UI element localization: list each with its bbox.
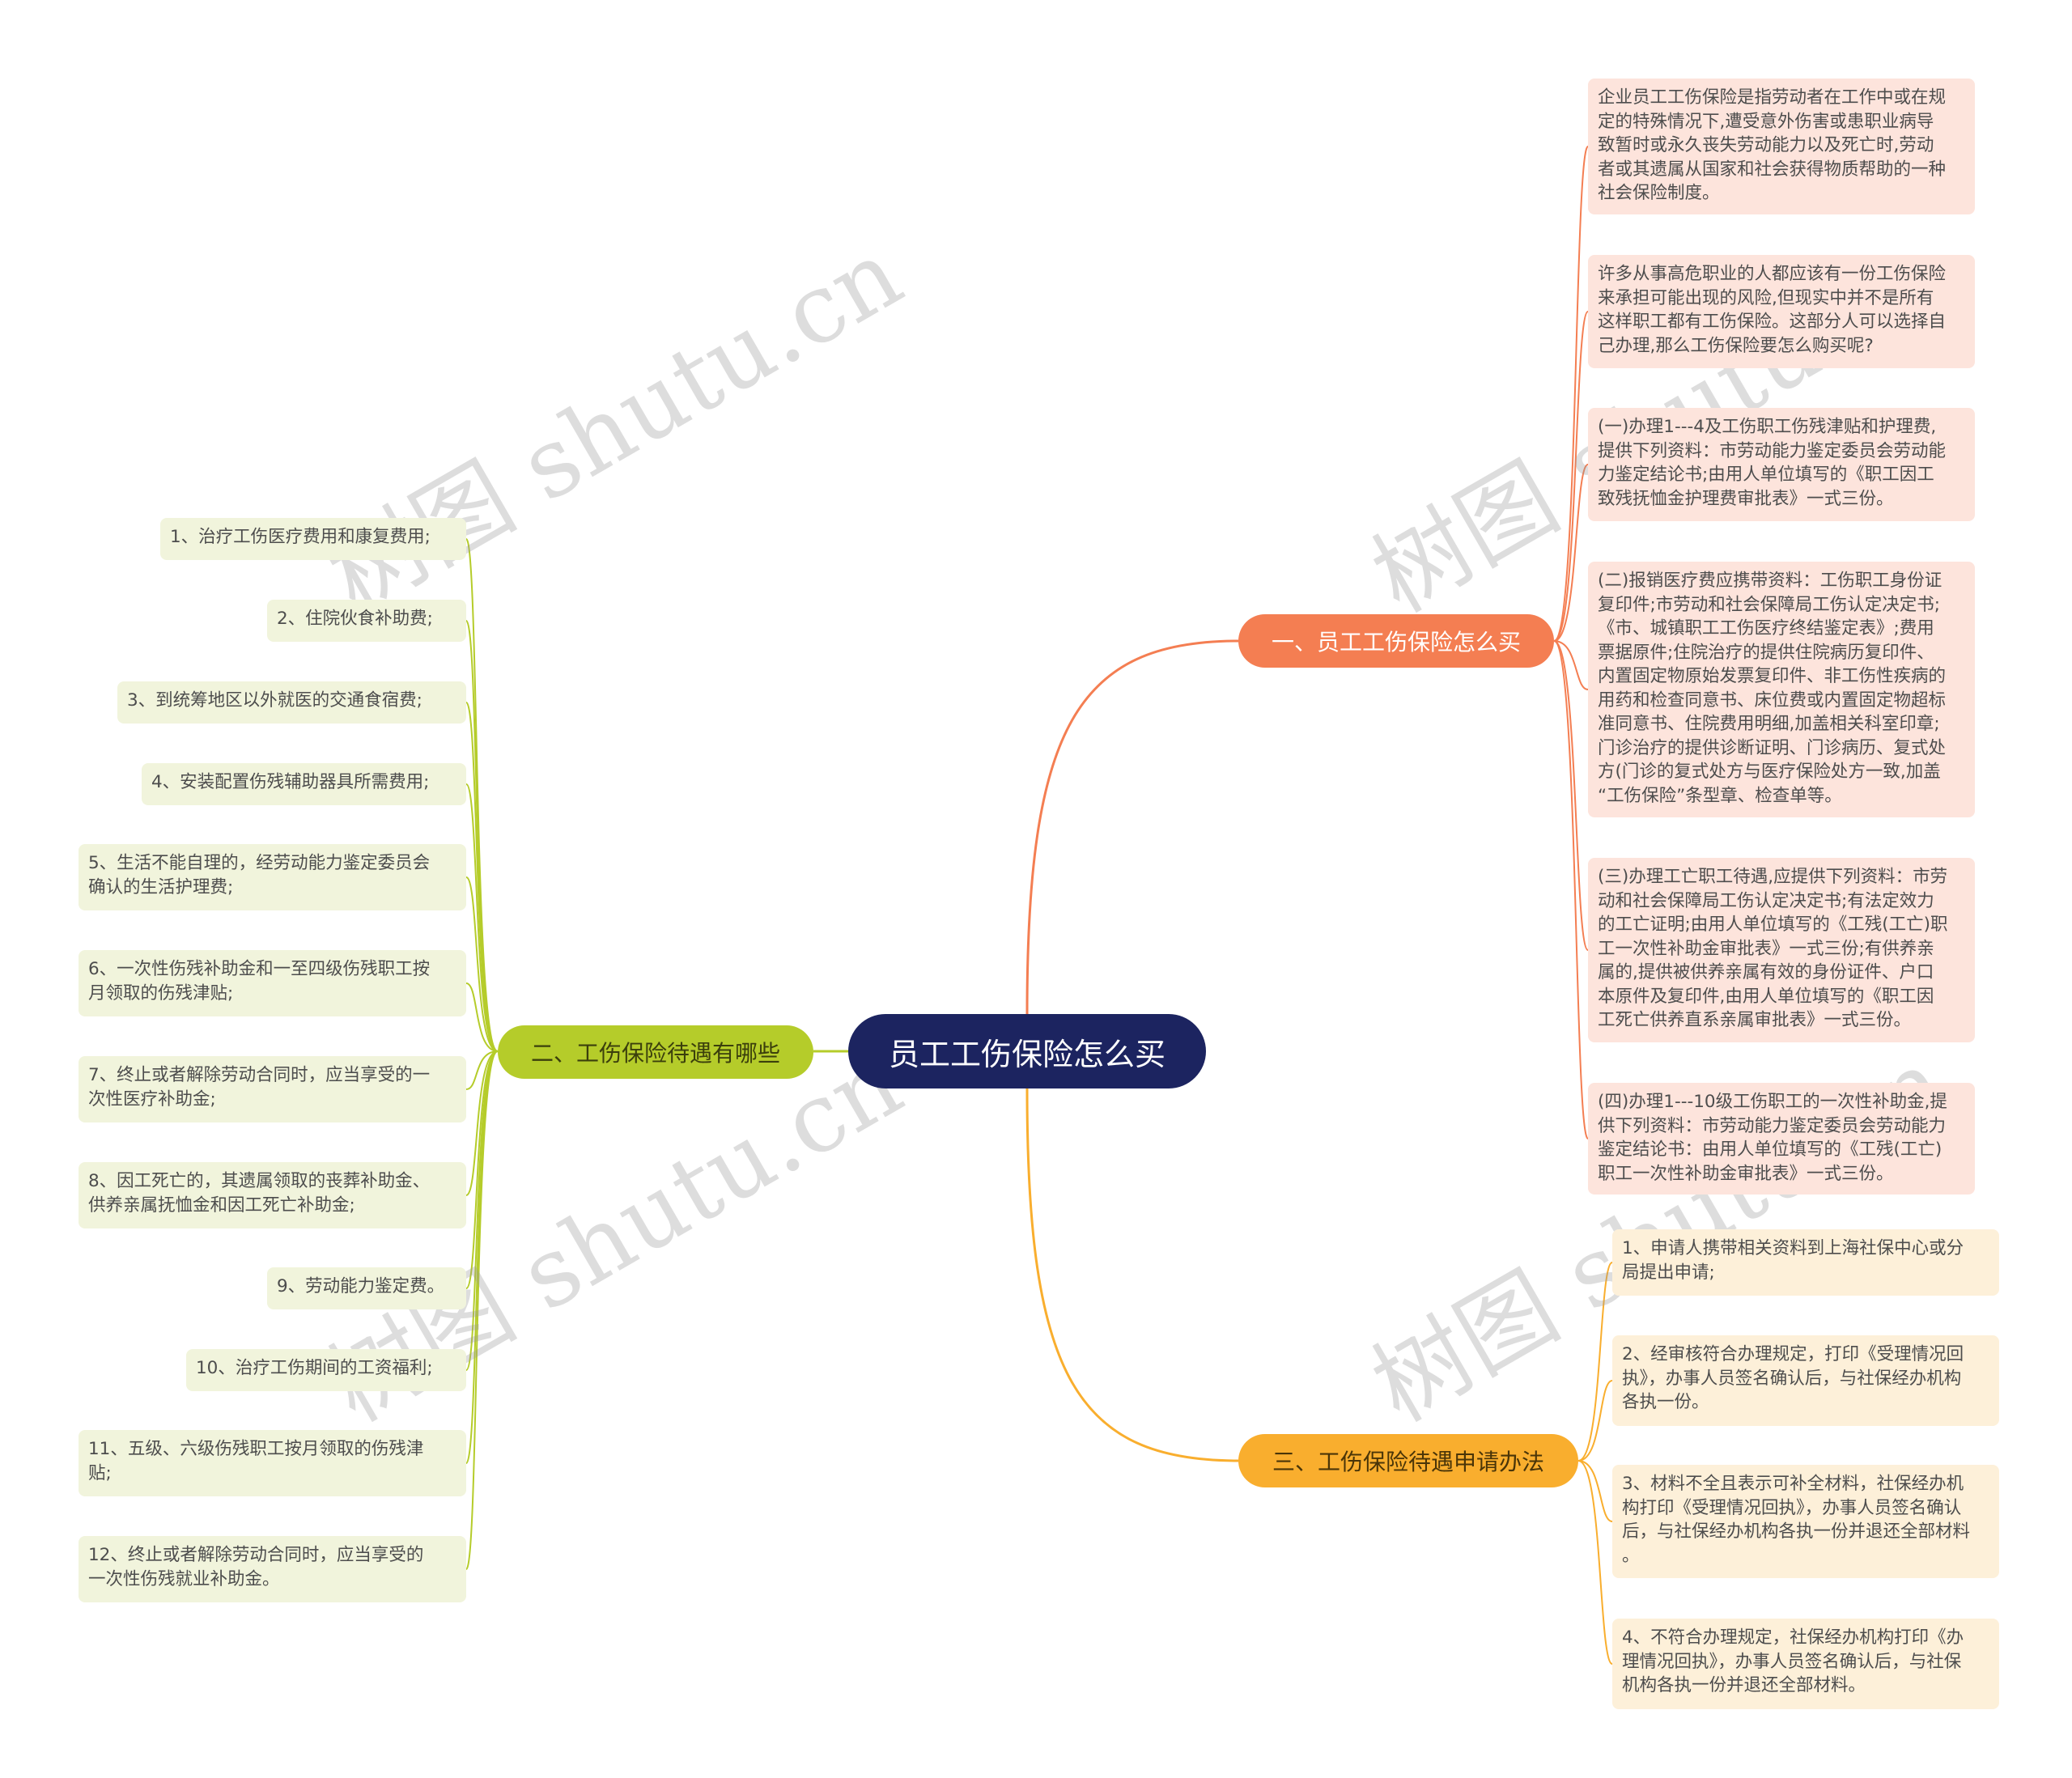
connector-leaf-benefit-12 [465, 1050, 499, 1570]
connector-leaf-benefit-9 [465, 1050, 499, 1289]
leaf-benefit-2[interactable]: 2、住院伙食补助费; [267, 600, 466, 642]
connector-leaf-benefit-10 [465, 1050, 499, 1371]
leaf-how-to-buy-4[interactable]: (二)报销医疗费应携带资料：工伤职工身份证 复印件;市劳动和社会保障局工伤认定决… [1588, 562, 1975, 817]
leaf-benefit-3[interactable]: 3、到统筹地区以外就医的交通食宿费; [117, 681, 466, 724]
leaf-application-2[interactable]: 2、经审核符合办理规定，打印《受理情况回 执》，办事人员签名确认后，与社保经办机… [1612, 1335, 1999, 1426]
connector-root-branch-3 [1025, 1088, 1239, 1462]
leaf-application-3[interactable]: 3、材料不全且表示可补全材料，社保经办机 构打印《受理情况回执》，办事人员签名确… [1612, 1465, 1999, 1578]
leaf-benefit-4[interactable]: 4、安装配置伤残辅助器具所需费用; [142, 763, 466, 805]
leaf-how-to-buy-1[interactable]: 企业员工工伤保险是指劳动者在工作中或在规 定的特殊情况下,遭受意外伤害或患职业病… [1588, 79, 1975, 214]
connector-leaf-how-to-buy-1 [1553, 146, 1589, 642]
connector-leaf-how-to-buy-4 [1553, 640, 1589, 690]
root-topic[interactable]: 员工工伤保险怎么买 [848, 1014, 1206, 1088]
leaf-benefit-6[interactable]: 6、一次性伤残补助金和一至四级伤残职工按 月领取的伤残津贴; [79, 950, 466, 1016]
leaf-benefit-8[interactable]: 8、因工死亡的，其遗属领取的丧葬补助金、 供养亲属抚恤金和因工死亡补助金; [79, 1162, 466, 1228]
connector-leaf-benefit-11 [465, 1050, 499, 1464]
connector-leaf-application-3 [1577, 1460, 1613, 1522]
connector-leaf-benefit-3 [465, 702, 499, 1052]
connector-leaf-benefit-5 [465, 876, 499, 1052]
leaf-benefit-9[interactable]: 9、劳动能力鉴定费。 [267, 1267, 466, 1309]
connector-leaf-benefit-8 [465, 1050, 499, 1196]
branch-how-to-buy[interactable]: 一、员工工伤保险怎么买 [1238, 614, 1554, 668]
leaf-benefit-11[interactable]: 11、五级、六级伤残职工按月领取的伤残津 贴; [79, 1430, 466, 1496]
connector-leaf-benefit-7 [465, 1050, 499, 1090]
branch-application[interactable]: 三、工伤保险待遇申请办法 [1238, 1434, 1578, 1487]
leaf-how-to-buy-3[interactable]: (一)办理1---4及工伤职工伤残津贴和护理费, 提供下列资料：市劳动能力鉴定委… [1588, 408, 1975, 521]
connector-leaf-application-1 [1577, 1262, 1613, 1462]
leaf-application-4[interactable]: 4、不符合办理规定，社保经办机构打印《办 理情况回执》，办事人员签名确认后，与社… [1612, 1619, 1999, 1709]
connector-leaf-how-to-buy-3 [1553, 464, 1589, 642]
connector-leaf-how-to-buy-6 [1553, 640, 1589, 1139]
leaf-benefit-5[interactable]: 5、生活不能自理的，经劳动能力鉴定委员会 确认的生活护理费; [79, 844, 466, 910]
branch-benefits[interactable]: 二、工伤保险待遇有哪些 [498, 1025, 813, 1079]
connector-leaf-how-to-buy-5 [1553, 640, 1589, 951]
leaf-benefit-10[interactable]: 10、治疗工伤期间的工资福利; [186, 1349, 466, 1391]
connector-leaf-how-to-buy-2 [1553, 311, 1589, 642]
connector-root-branch-1 [1025, 639, 1239, 1015]
leaf-how-to-buy-5[interactable]: (三)办理工亡职工待遇,应提供下列资料：市劳 动和社会保障局工伤认定决定书;有法… [1588, 858, 1975, 1042]
leaf-benefit-12[interactable]: 12、终止或者解除劳动合同时，应当享受的 一次性伤残就业补助金。 [79, 1536, 466, 1602]
leaf-application-1[interactable]: 1、申请人携带相关资料到上海社保中心或分 局提出申请; [1612, 1229, 1999, 1296]
connector-leaf-benefit-2 [465, 620, 499, 1052]
leaf-how-to-buy-2[interactable]: 许多从事高危职业的人都应该有一份工伤保险 来承担可能出现的风险,但现实中并不是所… [1588, 255, 1975, 368]
connector-leaf-benefit-6 [465, 982, 499, 1052]
connector-leaf-application-4 [1577, 1460, 1613, 1665]
leaf-benefit-7[interactable]: 7、终止或者解除劳动合同时，应当享受的一 次性医疗补助金; [79, 1056, 466, 1122]
leaf-benefit-1[interactable]: 1、治疗工伤医疗费用和康复费用; [160, 518, 466, 560]
connector-leaf-benefit-4 [465, 783, 499, 1052]
connector-leaf-application-2 [1577, 1380, 1613, 1462]
leaf-how-to-buy-6[interactable]: (四)办理1---10级工伤职工的一次性补助金,提 供下列资料：市劳动能力鉴定委… [1588, 1083, 1975, 1195]
